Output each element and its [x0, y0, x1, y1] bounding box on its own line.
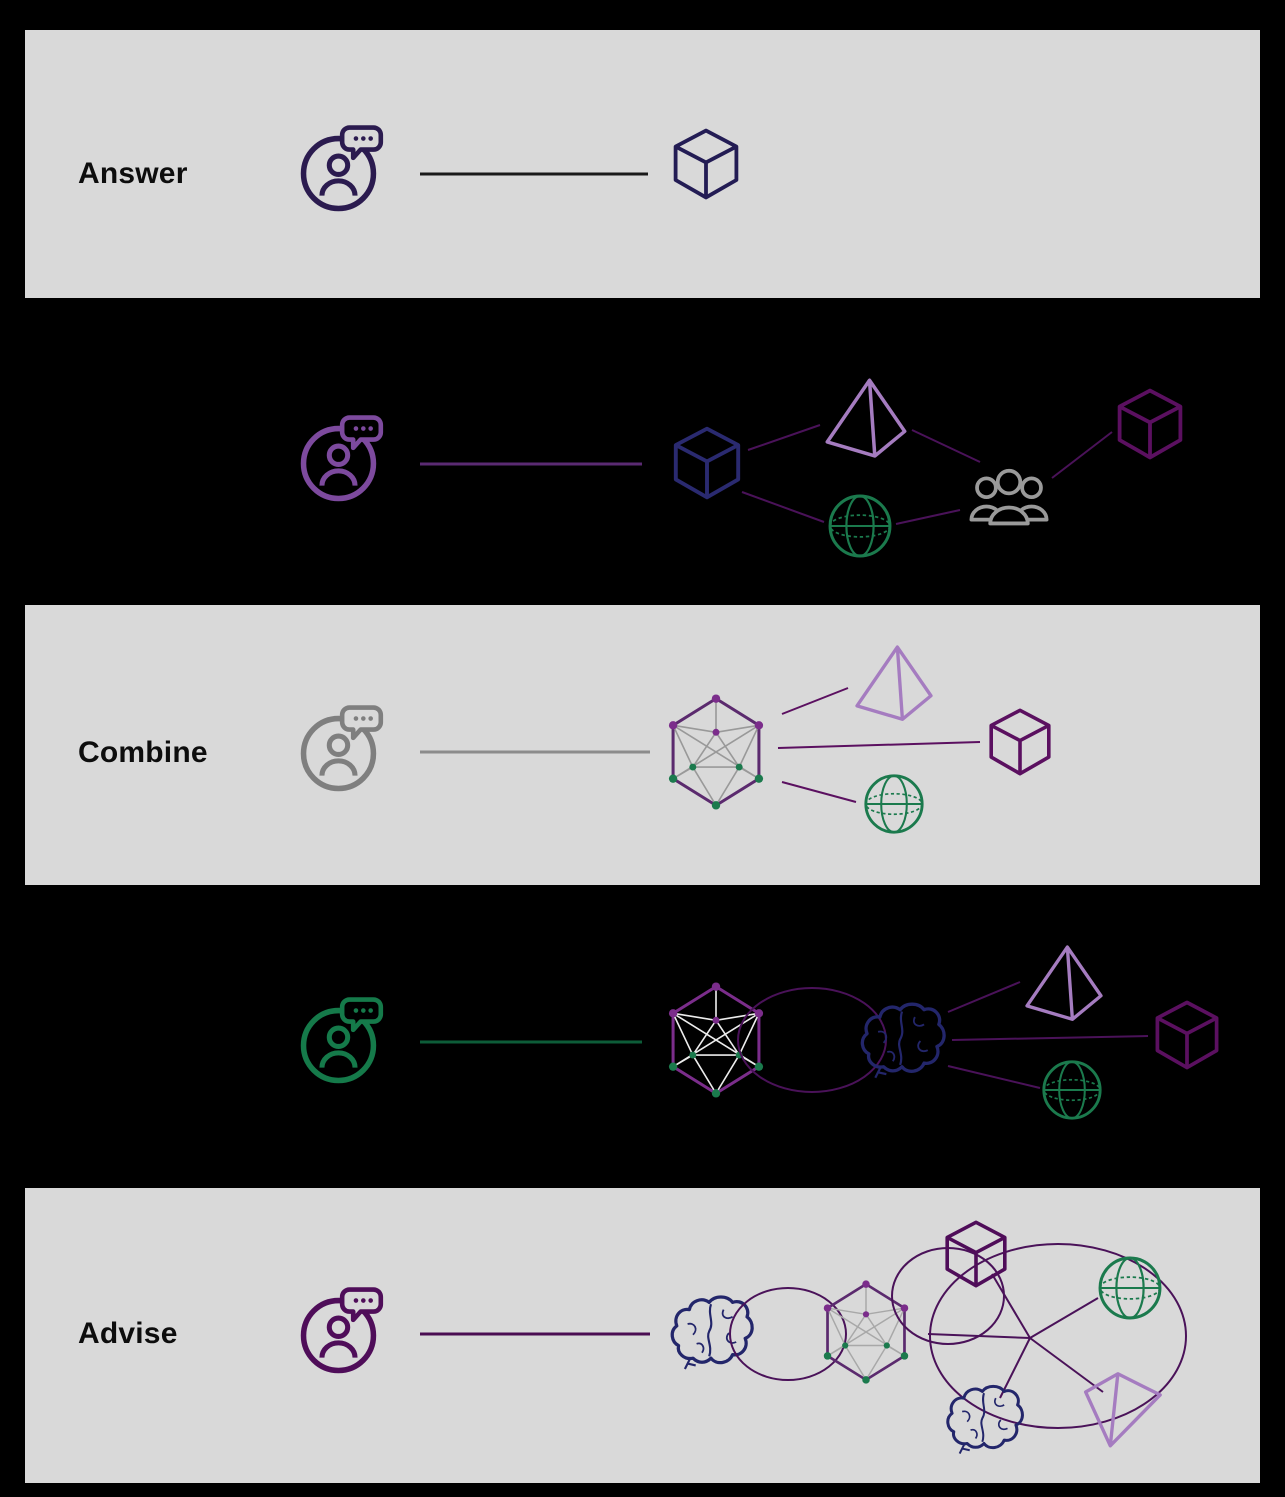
cycle-loop-icon [729, 1287, 847, 1381]
band-combine [25, 605, 1260, 885]
icosahedron-icon [667, 694, 765, 810]
connector-line [747, 424, 821, 451]
brain-icon [860, 1002, 946, 1080]
cube-icon [945, 1220, 1007, 1288]
row-2 [304, 378, 1183, 558]
person-chat-icon [304, 1290, 381, 1371]
row-label-combine: Combine [78, 736, 208, 769]
cube-icon [673, 426, 741, 500]
globe-icon [1098, 1256, 1162, 1320]
cycle-loop-icon [929, 1243, 1187, 1429]
connector-line [999, 1337, 1031, 1399]
connector-line [951, 1035, 1149, 1041]
connector-line [927, 1333, 1031, 1339]
person-chat-icon [304, 708, 381, 789]
person-chat-icon [304, 1000, 381, 1081]
connector-line [1029, 1297, 1099, 1339]
row-answer [304, 128, 739, 209]
row-label-advise: Advise [78, 1317, 178, 1350]
pyramid-icon [855, 645, 933, 721]
connector-line [781, 687, 849, 715]
row-combine [304, 645, 1051, 834]
connector-line [777, 741, 981, 749]
person-chat-icon [304, 128, 381, 209]
connector-line [947, 1065, 1041, 1089]
row-label-answer: Answer [78, 157, 188, 190]
row-4 [304, 945, 1219, 1120]
cube-icon [1155, 1000, 1219, 1070]
cube-icon [1117, 388, 1183, 460]
star-hub-icon [927, 1273, 1104, 1399]
cube-icon [989, 708, 1051, 776]
pyramid-icon [825, 378, 907, 458]
connector-line [1029, 1337, 1104, 1393]
globe-icon [828, 494, 892, 558]
icosahedron-icon [822, 1280, 910, 1384]
row-advise [304, 1220, 1187, 1456]
people-group-icon [969, 468, 1049, 526]
connector-line [741, 491, 825, 523]
connector-line [781, 781, 857, 803]
connector-line [947, 981, 1021, 1013]
band-answer [25, 30, 1260, 298]
connector-line [991, 1273, 1031, 1339]
icosahedron-icon [667, 982, 765, 1098]
cube-icon [673, 128, 739, 200]
globe-icon [864, 774, 924, 834]
connector-line [1051, 431, 1113, 479]
person-chat-icon [304, 418, 381, 499]
globe-icon [1042, 1060, 1102, 1120]
connector-line [911, 429, 981, 463]
brain-icon [946, 1384, 1024, 1456]
pyramid-icon [1025, 945, 1103, 1021]
connector-line [895, 509, 961, 525]
